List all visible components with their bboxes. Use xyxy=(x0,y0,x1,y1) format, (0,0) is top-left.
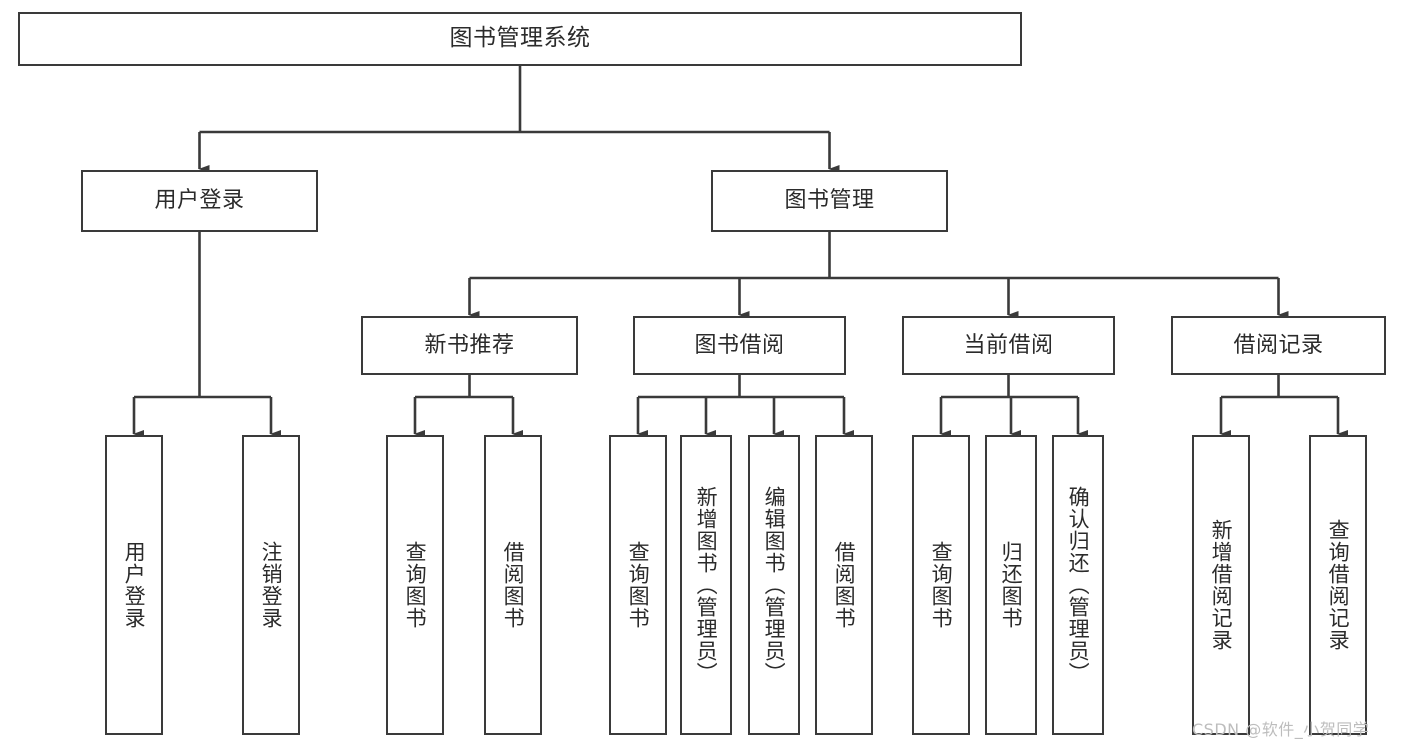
node-leaf-login-1[interactable]: 用户登录 xyxy=(105,435,163,735)
node-label: 图书借阅 xyxy=(694,332,785,358)
node-newbook[interactable]: 新书推荐 xyxy=(361,316,578,375)
node-label: 图书管理系统 xyxy=(449,25,591,52)
node-leaf-new-1[interactable]: 查询图书 xyxy=(386,435,444,735)
node-leaf-login-2[interactable]: 注销登录 xyxy=(242,435,300,735)
node-leaf-borrow-1[interactable]: 查询图书 xyxy=(609,435,667,735)
node-label: 查询图书 xyxy=(403,541,428,629)
node-label: 图书管理 xyxy=(784,188,875,214)
node-label: 查询图书 xyxy=(929,541,954,629)
node-label: 用户登录 xyxy=(122,541,147,629)
node-current[interactable]: 当前借阅 xyxy=(902,316,1115,375)
node-label: 新增借阅记录 xyxy=(1209,519,1234,651)
node-login[interactable]: 用户登录 xyxy=(81,170,318,232)
node-label: 新增图书（管理员） xyxy=(694,486,719,684)
node-leaf-rec-1[interactable]: 新增借阅记录 xyxy=(1192,435,1250,735)
node-bookmgmt[interactable]: 图书管理 xyxy=(711,170,948,232)
node-label: 借阅图书 xyxy=(501,541,526,629)
node-label: 新书推荐 xyxy=(424,332,515,358)
node-root[interactable]: 图书管理系统 xyxy=(18,12,1022,66)
node-label: 注销登录 xyxy=(259,541,284,629)
node-leaf-cur-2[interactable]: 归还图书 xyxy=(985,435,1037,735)
node-leaf-new-2[interactable]: 借阅图书 xyxy=(484,435,542,735)
node-label: 归还图书 xyxy=(999,541,1024,629)
node-label: 编辑图书（管理员） xyxy=(762,486,787,684)
node-leaf-cur-1[interactable]: 查询图书 xyxy=(912,435,970,735)
node-label: 当前借阅 xyxy=(963,332,1054,358)
node-label: 查询借阅记录 xyxy=(1326,519,1351,651)
node-label: 查询图书 xyxy=(626,541,651,629)
node-leaf-cur-3[interactable]: 确认归还（管理员） xyxy=(1052,435,1104,735)
node-leaf-borrow-2[interactable]: 新增图书（管理员） xyxy=(680,435,732,735)
node-leaf-borrow-3[interactable]: 编辑图书（管理员） xyxy=(748,435,800,735)
node-label: 用户登录 xyxy=(154,188,245,214)
csdn-watermark: CSDN @软件_小贺同学 xyxy=(1192,720,1370,739)
node-label: 借阅记录 xyxy=(1233,332,1324,358)
node-records[interactable]: 借阅记录 xyxy=(1171,316,1386,375)
node-leaf-borrow-4[interactable]: 借阅图书 xyxy=(815,435,873,735)
node-leaf-rec-2[interactable]: 查询借阅记录 xyxy=(1309,435,1367,735)
node-borrow[interactable]: 图书借阅 xyxy=(633,316,846,375)
node-label: 借阅图书 xyxy=(832,541,857,629)
node-label: 确认归还（管理员） xyxy=(1066,486,1091,684)
